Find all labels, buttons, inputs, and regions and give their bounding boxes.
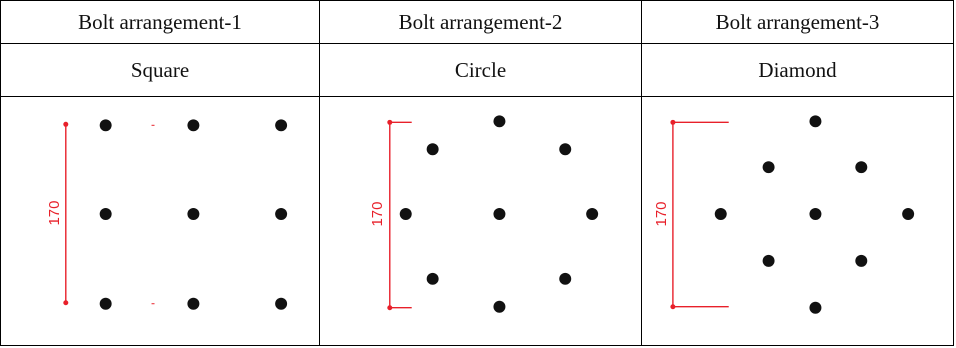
bolt-hole	[902, 208, 915, 221]
diamond-bolt-drawing: 170	[653, 115, 915, 314]
drawing-diamond: 170	[641, 96, 954, 346]
bolt-hole	[493, 300, 506, 313]
bolt-hole	[855, 161, 868, 174]
drawing-square: 170	[0, 96, 320, 346]
header-arrangement-2: Bolt arrangement-2	[319, 0, 642, 44]
dimension-line-170: 170	[653, 119, 729, 310]
bolt-hole	[426, 143, 439, 156]
square-bolt-drawing: 170	[46, 119, 288, 310]
drawing-row: 170	[0, 96, 954, 346]
bolt-hole	[855, 254, 868, 267]
bolt-hole	[714, 208, 727, 221]
dimension-label: 170	[369, 202, 386, 227]
dimension-label: 170	[653, 202, 670, 227]
bolt-hole	[275, 208, 288, 221]
bolt-hole	[586, 208, 599, 221]
bolt-hole	[559, 272, 572, 285]
bolt-hole	[399, 208, 412, 221]
dimension-line-170: 170	[369, 119, 412, 311]
shape-square: Square	[0, 43, 320, 97]
bolt-hole	[187, 208, 200, 221]
header-arrangement-1: Bolt arrangement-1	[0, 0, 320, 44]
dimension-label: 170	[46, 201, 63, 226]
bolt-hole	[275, 297, 288, 310]
bolt-hole	[762, 254, 775, 267]
bolt-hole	[762, 161, 775, 174]
drawing-circle: 170	[319, 96, 642, 346]
bolt-hole	[426, 272, 439, 285]
bolt-hole	[809, 301, 822, 314]
shape-diamond: Diamond	[641, 43, 954, 97]
bolt-hole	[493, 115, 506, 128]
alignment-ticks	[151, 124, 155, 305]
bolt-hole	[559, 143, 572, 156]
bolt-hole	[275, 119, 288, 132]
shape-circle: Circle	[319, 43, 642, 97]
header-arrangement-3: Bolt arrangement-3	[641, 0, 954, 44]
bolt-hole	[809, 208, 822, 221]
bolt-hole	[493, 208, 506, 221]
bolt-hole	[99, 119, 112, 132]
dimension-line-170: 170	[46, 121, 69, 306]
bolt-hole	[187, 119, 200, 132]
bolt-hole	[187, 297, 200, 310]
shape-row: Square Circle Diamond	[0, 43, 954, 97]
header-row: Bolt arrangement-1 Bolt arrangement-2 Bo…	[0, 0, 954, 44]
bolt-hole	[99, 297, 112, 310]
bolt-hole	[809, 115, 822, 128]
bolt-hole	[99, 208, 112, 221]
circle-bolt-drawing: 170	[369, 115, 599, 313]
